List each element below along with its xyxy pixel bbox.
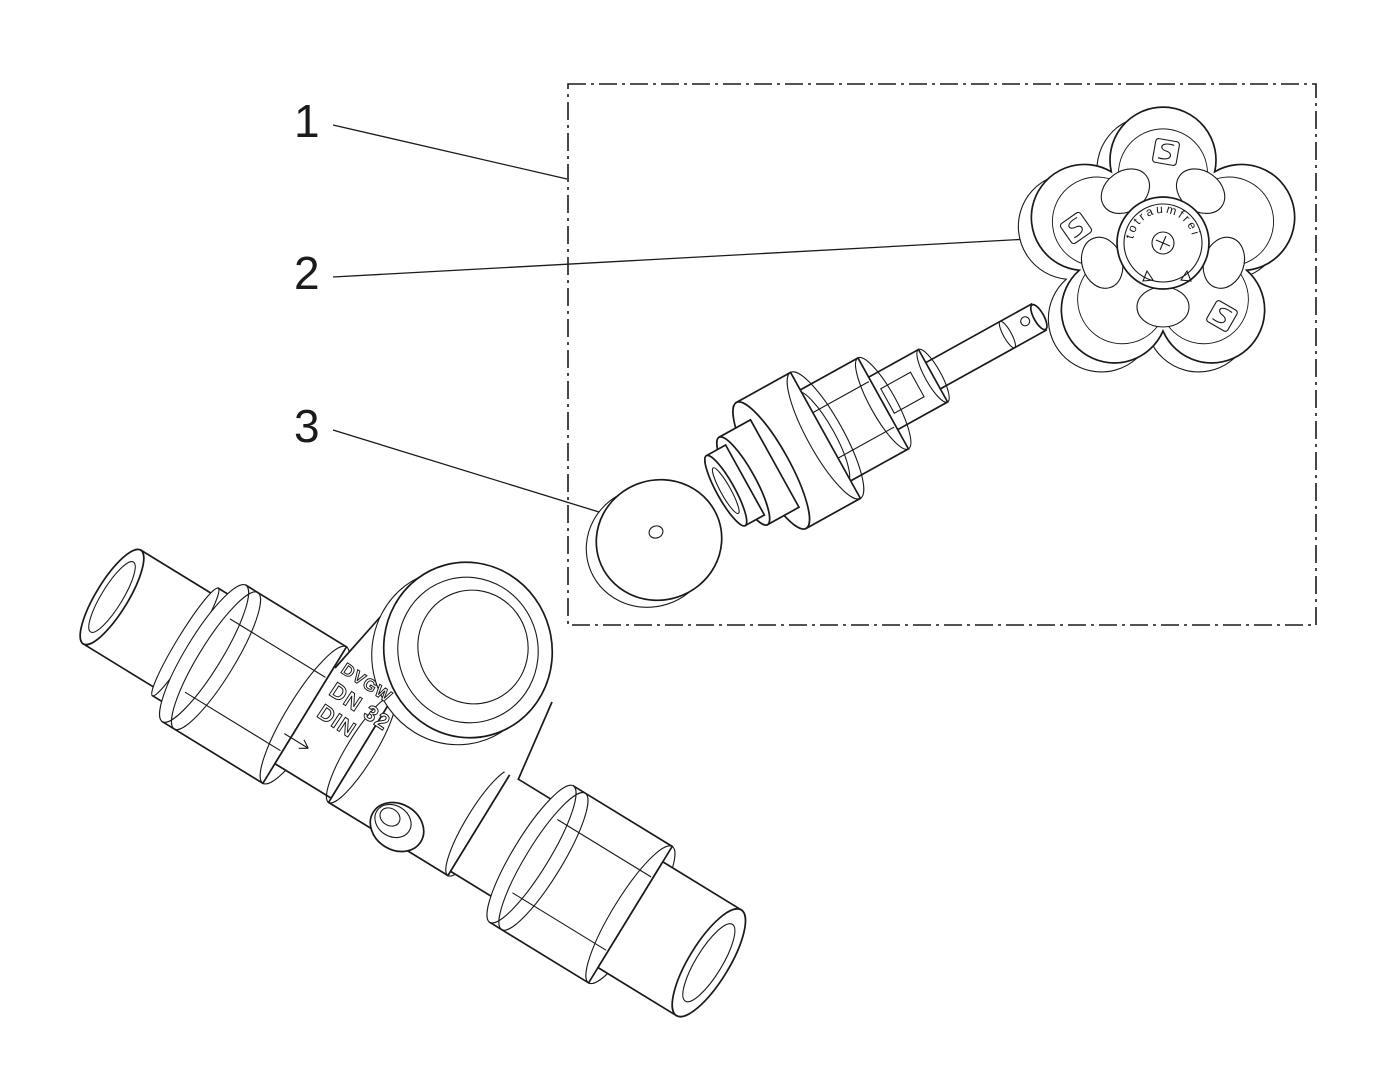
callout-1-label: 1 (294, 95, 320, 147)
bonnet-assembly (703, 302, 1048, 530)
assembly-group-box (567, 83, 1317, 626)
valve-body: DVGW DN 32 DIN (79, 548, 747, 1018)
callout-2-label: 2 (294, 247, 320, 299)
callout-1-leader (332, 124, 568, 180)
callout-3: 3 (294, 400, 613, 517)
hub-arrow-icon (1180, 269, 1192, 282)
callout-2-leader (332, 238, 1030, 278)
callout-1: 1 (294, 95, 568, 180)
spindle-pin-hole (1020, 316, 1031, 327)
callout-3-label: 3 (294, 400, 320, 452)
seal-washer-disc (595, 478, 723, 602)
drain-port (369, 801, 425, 853)
sleeve-slot (880, 371, 925, 414)
handwheel: totraumfrei (1017, 106, 1296, 373)
hub-arrow-icon (1142, 269, 1154, 282)
valve-spindle (920, 302, 1048, 393)
bonnet-insert-step (703, 443, 766, 527)
callout-2: 2 (294, 238, 1030, 299)
left-union-nut (159, 584, 350, 785)
bonnet-flange-opening (371, 561, 554, 746)
handwheel-openings (1080, 168, 1246, 328)
handwheel-hub: totraumfrei (1116, 196, 1210, 290)
hub-center-screw (1151, 231, 1175, 255)
seal-washer (585, 478, 723, 608)
callout-3-leader (332, 429, 613, 517)
seal-washer-center-hole (648, 525, 664, 539)
right-union-nut (486, 784, 676, 985)
handwheel-inner-contour (1051, 128, 1275, 345)
right-pipe-end (596, 860, 747, 1018)
flow-direction-arrow (284, 733, 309, 749)
